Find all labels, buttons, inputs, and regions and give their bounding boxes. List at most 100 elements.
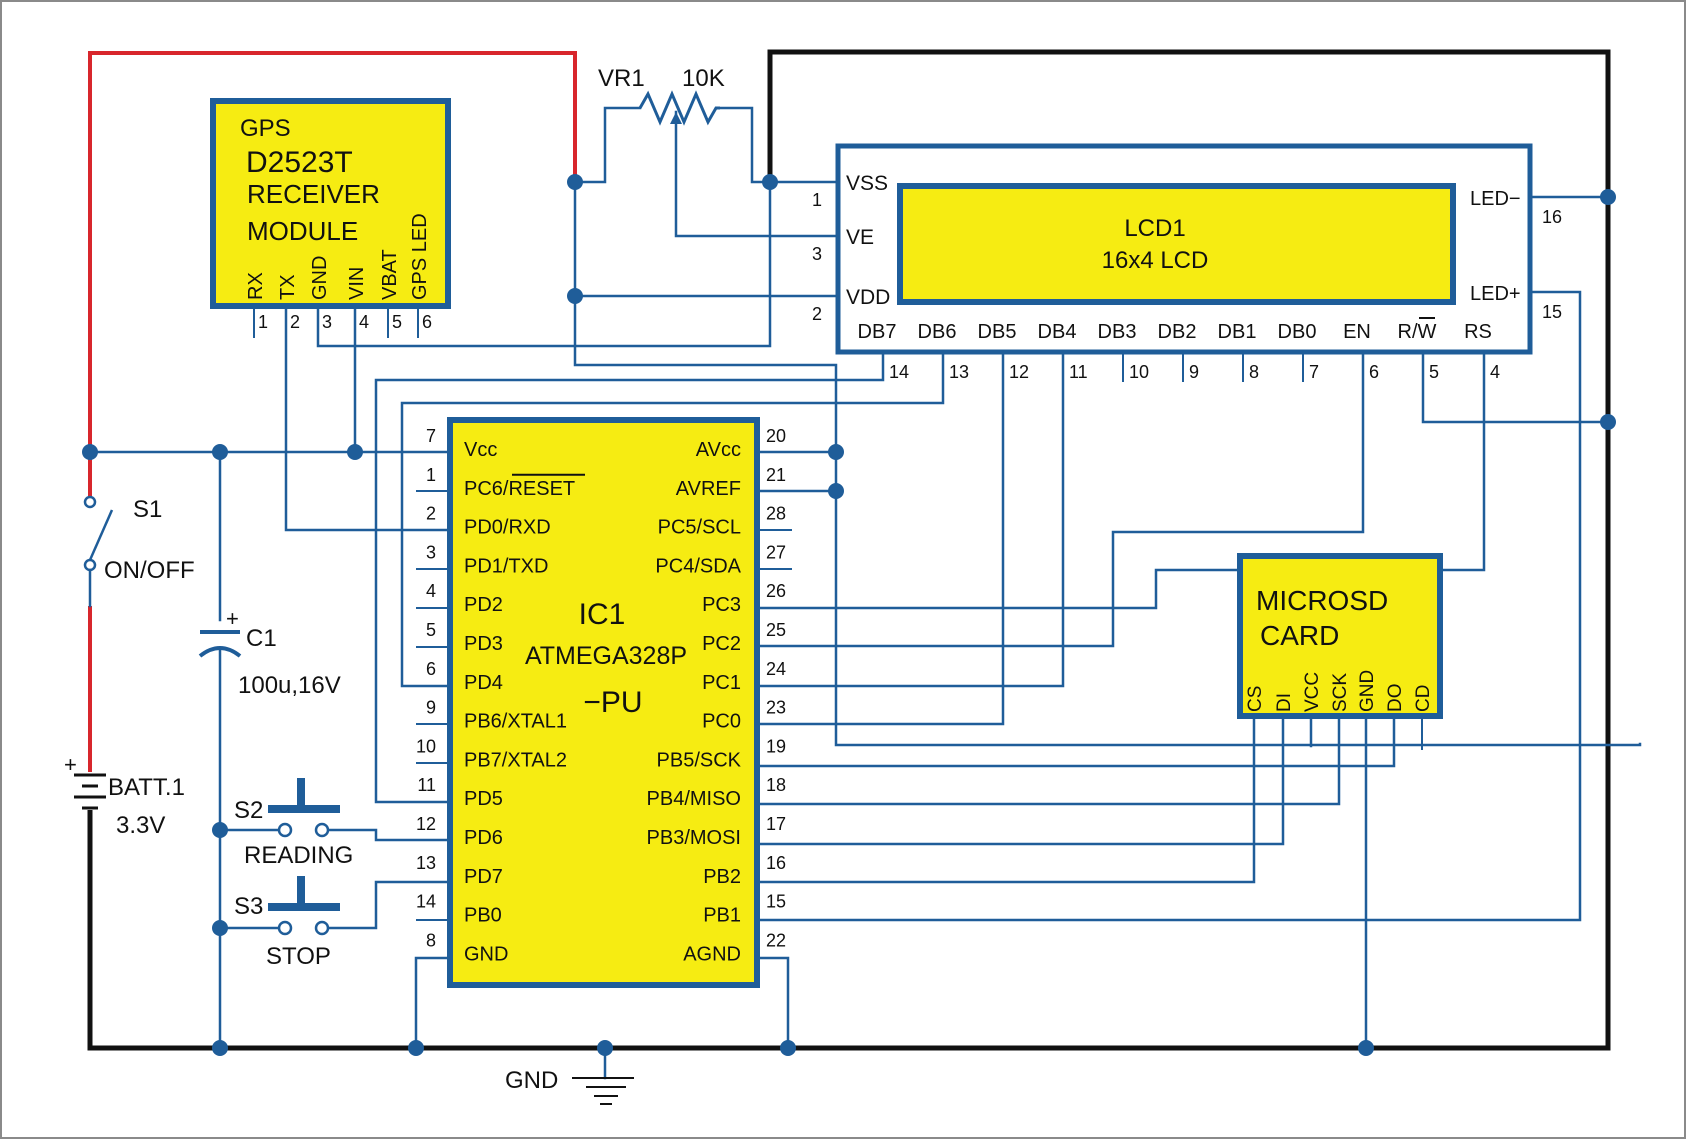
lcd-pin-number: 11 xyxy=(1069,362,1088,382)
gps-line1: RECEIVER xyxy=(247,179,380,209)
lcd-pin-number: 3 xyxy=(812,244,822,264)
wires xyxy=(87,49,1642,1080)
ic1-pin-number: 28 xyxy=(766,504,786,524)
ic1-ref: IC1 xyxy=(579,598,626,631)
vr1-value: 10K xyxy=(682,65,725,92)
gps-part: D2523T xyxy=(246,146,353,179)
c1-plate-bottom xyxy=(198,646,242,658)
avcc-wire xyxy=(573,180,1642,747)
ic1-box xyxy=(447,417,760,988)
gps-pin-number: 3 xyxy=(322,312,332,332)
microcontroller-ic1: IC1 ATMEGA328P −PU Vcc7PC6/RESET1PD0/RXD… xyxy=(416,417,787,988)
ic1-pin-number: 14 xyxy=(416,892,436,912)
lcd-pin-name: VSS xyxy=(846,172,888,195)
lcd-pin-name: EN xyxy=(1343,321,1371,343)
lcd-pin-number: 6 xyxy=(1369,362,1379,382)
s3-ref: S3 xyxy=(234,893,263,920)
ic1-pin-number: 25 xyxy=(766,620,786,640)
gps-pin-number: 6 xyxy=(422,312,432,332)
lcd-pin-number: 1 xyxy=(812,190,822,210)
lcd-pin-name: DB4 xyxy=(1038,321,1077,343)
junction-dot xyxy=(212,822,228,838)
junction-dot xyxy=(212,920,228,936)
ic1-pin-number: 13 xyxy=(416,853,436,873)
junction-dots xyxy=(82,174,1616,1056)
ic1-pin-number: 15 xyxy=(766,892,786,912)
switch-s2: S2 READING xyxy=(234,778,353,869)
lcd-pin-number: 4 xyxy=(1490,362,1500,382)
ic1-pin-number: 2 xyxy=(426,504,436,524)
ic1-pin-name: PC0 xyxy=(702,711,741,733)
ic1-pin-name: PB5/SCK xyxy=(657,749,742,771)
ic1-pin-name: PB6/XTAL1 xyxy=(464,711,567,733)
lcd-display-area xyxy=(897,183,1456,305)
ground-rail xyxy=(87,49,1611,1051)
junction-dot xyxy=(567,174,583,190)
ic1-pin-name: PD7 xyxy=(464,866,503,888)
vr1-wiper-wire xyxy=(674,110,840,238)
ic1-right-pins: AVcc20AVREF21PC5/SCL28PC4/SDA27PC326PC22… xyxy=(647,426,787,965)
sd-pin-name: DO xyxy=(1385,684,1406,713)
ic1-part1: ATMEGA328P xyxy=(525,642,687,670)
lcd-pin-number: 15 xyxy=(1542,302,1562,322)
gps-pin-name: RX xyxy=(245,272,267,300)
ic1-pin-name: PC2 xyxy=(702,633,741,655)
s2-terminal-left xyxy=(277,822,293,838)
db7-wire xyxy=(374,350,885,804)
sd-pin-name: CD xyxy=(1413,685,1434,712)
junction-dot xyxy=(762,174,778,190)
gps-module: GPS D2523T RECEIVER MODULE RX1TX2GND3VIN… xyxy=(210,98,451,332)
junction-dot xyxy=(828,483,844,499)
db5-wire xyxy=(758,350,1005,726)
gps-gnd-wire xyxy=(316,180,772,348)
ic-agnd-wire xyxy=(758,956,790,1050)
lcd-pin-number: 2 xyxy=(812,304,822,324)
junction-dot xyxy=(567,288,583,304)
batt-ref: BATT.1 xyxy=(108,774,185,801)
c1-value: 100u,16V xyxy=(238,672,341,699)
ic1-pin-name: Vcc xyxy=(464,439,497,461)
ic1-pin-name: PB3/MOSI xyxy=(647,827,741,849)
potentiometer-vr1: VR1 10K xyxy=(598,65,725,126)
ic1-pin-number: 16 xyxy=(766,853,786,873)
ic1-pin-number: 22 xyxy=(766,930,786,950)
sd-pin-name: GND xyxy=(1357,670,1378,712)
gnd-label: GND xyxy=(505,1067,558,1094)
s3-plunger-stem xyxy=(297,876,305,904)
s2-terminal-right xyxy=(314,822,330,838)
db6-wire xyxy=(400,350,945,688)
power-rail xyxy=(88,51,577,500)
gps-line2: MODULE xyxy=(247,216,358,246)
gps-pin-name: GND xyxy=(309,256,331,300)
sd-sck-wire xyxy=(758,716,1341,806)
battery: + BATT.1 3.3V xyxy=(64,752,185,839)
vr1-zigzag xyxy=(638,90,720,126)
gps-pin-number: 1 xyxy=(258,312,268,332)
gps-pin-number: 5 xyxy=(392,312,402,332)
ic1-pin-name: PB0 xyxy=(464,905,502,927)
gps-tx-wire xyxy=(284,306,449,532)
lcd-pin-number: 7 xyxy=(1309,362,1319,382)
sd-box xyxy=(1237,553,1443,719)
vr1-right-wire xyxy=(718,106,772,184)
ic1-pin-name: PD4 xyxy=(464,672,503,694)
lcd-pin-name: R/W xyxy=(1398,321,1437,343)
lcd-pin-number: 10 xyxy=(1129,362,1149,382)
rw-wire xyxy=(1421,350,1610,424)
vr1-left-wire xyxy=(573,106,642,184)
junction-dot xyxy=(828,444,844,460)
junction-dot xyxy=(82,444,98,460)
junction-dot xyxy=(1600,414,1616,430)
lcd-pin-number: 5 xyxy=(1429,362,1439,382)
lcd-pin-name: DB7 xyxy=(858,321,897,343)
lcd-pin-name: LED+ xyxy=(1470,283,1521,305)
ic1-pin-name: PD0/RXD xyxy=(464,517,551,539)
ic-gnd-wire xyxy=(414,956,449,1050)
sd-pin-name: DI xyxy=(1274,693,1295,712)
s1-terminal-bottom xyxy=(83,558,97,572)
lcd-pin-name: DB0 xyxy=(1278,321,1317,343)
